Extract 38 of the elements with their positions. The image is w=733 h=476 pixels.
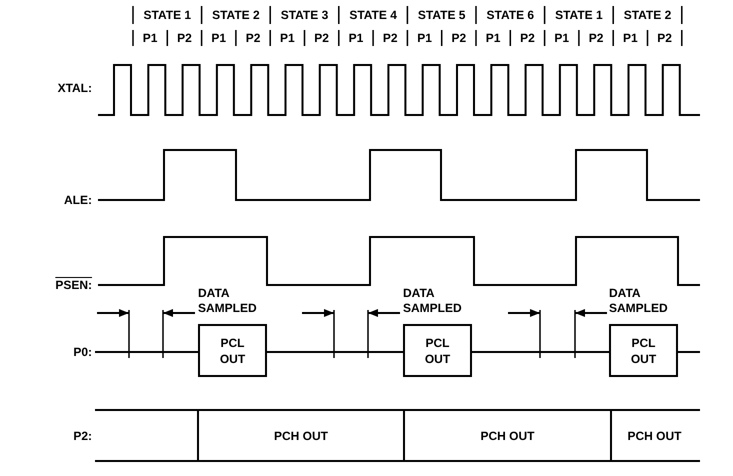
signal-name: P0: bbox=[72, 346, 92, 358]
pch-out-segment: PCH OUT bbox=[610, 411, 697, 460]
state-label: STATE 5 bbox=[416, 9, 466, 21]
data-sampled-note: DATA SAMPLED bbox=[403, 286, 463, 316]
state-label: STATE 6 bbox=[486, 9, 536, 21]
state-label: STATE 4 bbox=[348, 9, 398, 21]
state-label: STATE 1 bbox=[554, 9, 604, 21]
state-label: STATE 2 bbox=[211, 9, 261, 21]
phase-label: P1 bbox=[553, 32, 570, 44]
phase-label: P2 bbox=[656, 32, 673, 44]
pcl-out-box: PCL OUT bbox=[609, 324, 678, 377]
phase-label: P2 bbox=[382, 32, 399, 44]
state-label: STATE 2 bbox=[622, 9, 672, 21]
phase-label: P1 bbox=[278, 32, 296, 44]
signal-name: PSEN: bbox=[54, 279, 92, 291]
phase-label: P1 bbox=[622, 32, 639, 44]
phase-label: P2 bbox=[519, 32, 536, 44]
phase-label: P2 bbox=[313, 32, 330, 44]
phase-label: P1 bbox=[416, 32, 433, 44]
phase-label: P1 bbox=[348, 32, 364, 44]
signal-name: P2: bbox=[72, 430, 92, 442]
phase-label: P1 bbox=[142, 32, 158, 44]
signal-name: ALE: bbox=[63, 194, 92, 206]
signal-name: XTAL: bbox=[56, 82, 92, 94]
state-label: STATE 1 bbox=[142, 9, 192, 21]
phase-label: P2 bbox=[176, 32, 193, 44]
pcl-out-box: PCL OUT bbox=[198, 324, 267, 377]
phase-label: P1 bbox=[484, 32, 502, 44]
phase-label: P2 bbox=[588, 32, 604, 44]
phase-label: P2 bbox=[450, 32, 468, 44]
phase-label: P1 bbox=[210, 32, 228, 44]
pch-out-segment: PCH OUT bbox=[403, 411, 610, 460]
state-label: STATE 3 bbox=[280, 9, 330, 21]
phase-label: P2 bbox=[244, 32, 262, 44]
data-sampled-note: DATA SAMPLED bbox=[198, 286, 258, 316]
data-sampled-note: DATA SAMPLED bbox=[609, 286, 669, 316]
pch-out-segment: PCH OUT bbox=[197, 411, 403, 460]
pcl-out-box: PCL OUT bbox=[403, 324, 472, 377]
